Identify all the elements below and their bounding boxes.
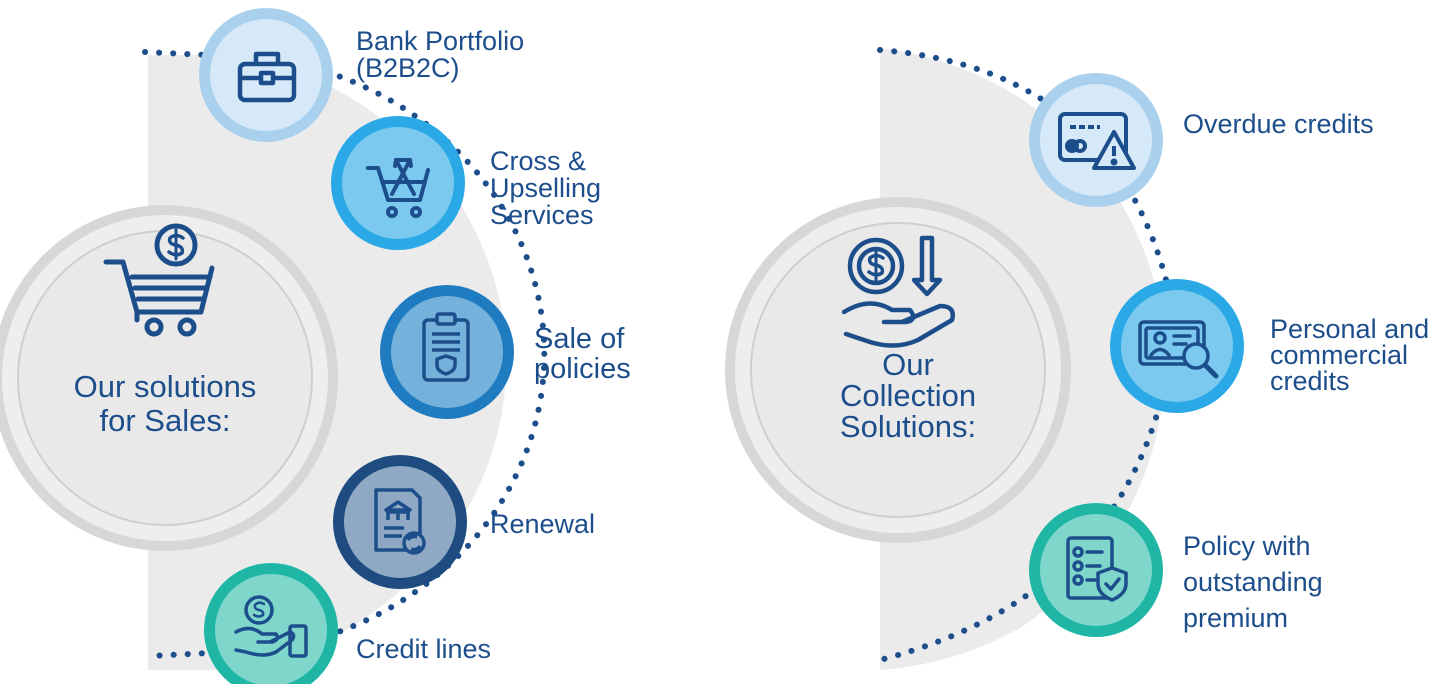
label-line: Credit lines [356,634,492,664]
collection-title-line2: Collection [839,378,977,413]
label-line: credits [1270,366,1350,396]
label-line: Bank Portfolio [356,26,525,56]
label-line: Policy with [1183,531,1311,561]
collection-label-personal-commercial: Personal and commercial credits [1270,314,1430,396]
label-line: Upselling [490,173,602,203]
label-line: Personal and [1270,314,1430,344]
document-refresh-icon [374,488,426,555]
label-line: Services [490,200,594,230]
sales-item-credit-lines [204,563,338,684]
collection-title-line1: Our [882,347,934,382]
clipboard-shield-icon [422,312,470,382]
label-line: policies [534,353,631,385]
sales-item-cross-upselling [331,116,465,250]
checklist-shield-icon [1066,536,1128,602]
label-line: outstanding [1183,567,1323,597]
sales-title-line2: for Sales: [99,403,231,438]
sales-label-bank-portfolio: Bank Portfolio (B2B2C) [356,28,524,82]
label-line: (B2B2C) [356,53,460,83]
briefcase-icon [237,51,297,103]
collection-item-personal-commercial [1110,279,1244,413]
label-line: Cross & [490,146,587,176]
sales-item-sale-of-policies [380,285,514,419]
cart-dollar-icon [103,223,215,337]
label-line: Overdue credits [1183,109,1374,139]
card-warning-icon [1058,112,1136,170]
collection-item-overdue-credits [1029,73,1163,207]
sales-dotted-arc [142,49,548,659]
id-card-search-icon [1138,320,1219,379]
label-line: Sale of [534,323,625,355]
sales-label-credit-lines: Credit lines [356,636,491,663]
sales-label-sale-of-policies: Sale of policies [534,324,631,384]
collection-title-line3: Solutions: [839,409,977,444]
collection-center-title: Our Collection Solutions: [783,349,1033,442]
sales-item-renewal [333,455,467,589]
collection-item-policy-outstanding [1029,503,1163,637]
collection-center-inner [750,222,1046,518]
label-line: Renewal [490,509,596,539]
collection-label-policy-outstanding: Policy with outstanding premium [1183,528,1323,636]
label-line: commercial [1270,340,1409,370]
sales-item-bank-portfolio [199,8,333,142]
sales-label-renewal: Renewal [490,511,595,538]
sales-title-line1: Our solutions [73,369,257,404]
cart-arrows-icon [366,158,430,218]
label-line: premium [1183,603,1289,633]
sales-label-cross-upselling: Cross & Upselling Services [490,148,601,229]
coin-down-hand-icon [841,235,955,348]
collection-panel [725,47,1244,670]
sales-center-title: Our solutions for Sales: [40,370,290,438]
sales-panel [0,8,548,684]
hand-coin-icon [234,595,308,658]
collection-label-overdue-credits: Overdue credits [1183,111,1374,138]
